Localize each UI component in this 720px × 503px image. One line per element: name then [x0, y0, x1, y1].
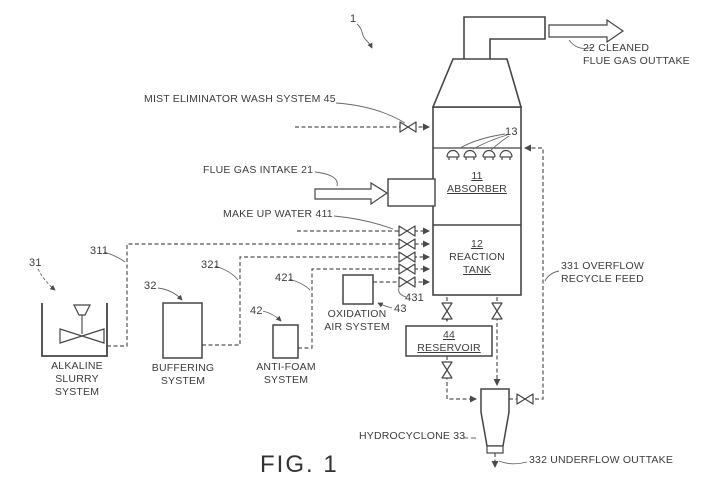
mist-wash-label: MIST ELIMINATOR WASH SYSTEM 45 — [144, 93, 336, 105]
ref-43: 43 — [394, 303, 407, 315]
ref-31: 31 — [29, 257, 42, 269]
make-up-water-label: MAKE UP WATER 411 — [223, 208, 333, 220]
spray-nozzles — [446, 133, 513, 161]
oxidation-box — [342, 274, 374, 305]
reservoir-label: 44 RESERVOIR — [417, 329, 481, 354]
antifoam-box — [272, 324, 299, 359]
ref-431: 431 — [405, 292, 424, 304]
cleaned-gas-arrow — [548, 18, 625, 44]
antifoam-system-label: ANTI-FOAM SYSTEM — [256, 361, 316, 386]
alkaline-system-label: ALKALINE SLURRY SYSTEM — [51, 360, 103, 398]
buffering-box — [162, 302, 203, 359]
hydrocyclone-label: HYDROCYCLONE 33 — [359, 430, 466, 442]
alkaline-slurry-tank — [41, 303, 108, 357]
ref-42: 42 — [250, 305, 263, 317]
reaction-tank-label: 12 REACTION TANK — [449, 238, 505, 276]
system-boxes — [162, 274, 493, 359]
flue-gas-intake-arrow — [314, 181, 389, 206]
absorber-tower — [314, 16, 625, 296]
cleaned-outtake-label: 22 CLEANED FLUE GAS OUTTAKE — [583, 42, 690, 67]
overflow-recycle-label: 331 OVERFLOW RECYCLE FEED — [561, 260, 644, 285]
ref-1: 1 — [350, 13, 357, 25]
ref-421: 421 — [275, 272, 294, 284]
ref-13: 13 — [505, 126, 518, 138]
flue-gas-intake-label: FLUE GAS INTAKE 21 — [203, 164, 314, 176]
leader-lines — [37, 23, 594, 465]
reservoir-box — [405, 325, 493, 357]
absorber-label: 11 ABSORBER — [447, 170, 507, 195]
oxidation-system-label: OXIDATION AIR SYSTEM — [324, 308, 390, 333]
figure-caption: FIG. 1 — [260, 451, 339, 478]
underflow-outtake-label: 332 UNDERFLOW OUTTAKE — [529, 454, 674, 466]
ref-32: 32 — [144, 280, 157, 292]
hydrocyclone-shape — [480, 388, 510, 454]
ref-311: 311 — [90, 245, 109, 257]
buffering-system-label: BUFFERING SYSTEM — [151, 362, 215, 387]
ref-321: 321 — [201, 259, 220, 271]
